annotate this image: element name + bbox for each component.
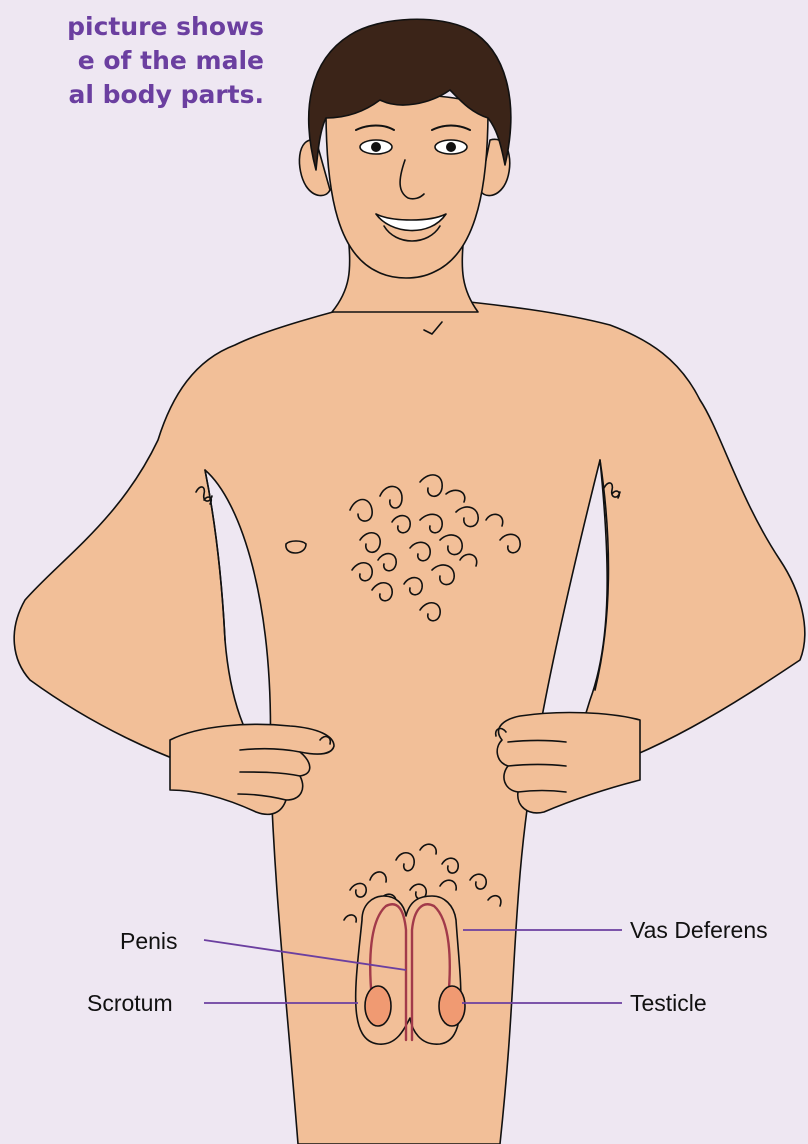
label-vas-deferens: Vas Deferens [630, 919, 768, 942]
caption-line-3: al body parts. [0, 78, 264, 112]
label-penis: Penis [120, 930, 178, 953]
label-scrotum: Scrotum [87, 992, 173, 1015]
label-testicle: Testicle [630, 992, 707, 1015]
caption-line-2: e of the male [0, 44, 264, 78]
caption: picture shows e of the male al body part… [0, 10, 264, 112]
right-testicle [439, 986, 465, 1026]
caption-line-1: picture shows [0, 10, 264, 44]
left-testicle [365, 986, 391, 1026]
right-hand [496, 713, 640, 813]
